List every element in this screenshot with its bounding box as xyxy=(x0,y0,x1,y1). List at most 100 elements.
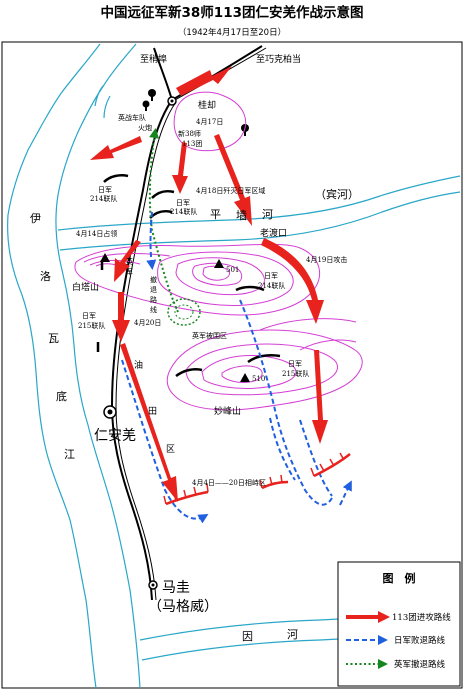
note-jp214-b-1: 日军 xyxy=(176,199,190,207)
jp-retreat-routes xyxy=(121,211,352,524)
label-magwe-alt: （马格威） xyxy=(148,599,218,615)
attack-arrow-northeast xyxy=(176,66,232,96)
note-british-siege: 英军被围区 xyxy=(192,331,227,340)
standoff-lines xyxy=(163,452,351,506)
irrawaddy-river xyxy=(7,43,141,689)
legend-item-jp-retreat: 日军败退路线 xyxy=(346,635,446,646)
attack-arrow-white-pagoda xyxy=(114,240,141,282)
attack-arrow-west xyxy=(90,136,142,160)
town-markers xyxy=(103,96,177,590)
legend-label-jp-retreat: 日军败退路线 xyxy=(394,635,446,646)
map-frame xyxy=(1,41,463,689)
jp-retreat-middle xyxy=(239,299,333,506)
jp-214-north-trench xyxy=(103,174,129,183)
label-bin-river: （宾河） xyxy=(315,187,359,201)
legend: 图 例 113团进攻路线 日军败退路线 英军撤退路线 xyxy=(337,561,461,687)
note-british-vehicles: 英战车队 xyxy=(118,113,146,122)
note-apr20: 4月20日 xyxy=(134,319,161,327)
note-elev-510: 510 xyxy=(252,375,265,383)
map-subtitle: （1942年4月17日至20日） xyxy=(178,27,286,38)
label-white-pagoda-hill: 白塔山 xyxy=(72,281,99,293)
note-brit-retreat-6: 线 xyxy=(150,305,157,314)
summit-510-icon xyxy=(240,373,250,382)
note-jp214-b-2: 214联队 xyxy=(170,207,197,216)
attack-arrow-apr19 xyxy=(261,238,324,324)
label-magwe: 马圭 xyxy=(162,580,190,596)
label-gueque: 桂却 xyxy=(198,99,216,111)
note-brit-retreat-1: 英 xyxy=(126,257,133,266)
note-brit-retreat-5: 路 xyxy=(150,295,157,304)
note-elev-501: 501 xyxy=(226,266,239,274)
label-pinchaung-3: 河 xyxy=(262,208,273,221)
label-irrawaddy-5: 江 xyxy=(64,448,75,461)
label-oilfield-3: 区 xyxy=(166,444,175,455)
jp-215-south-trench xyxy=(175,368,203,378)
label-old-ferry: 老渡口 xyxy=(260,227,287,239)
summit-501-icon xyxy=(214,259,224,268)
jp-retreat-north xyxy=(146,211,157,270)
attack-arrow-to-ferry xyxy=(214,134,252,226)
note-brit-retreat-4: 退 xyxy=(150,285,157,294)
map-title: 中国远征军新38师113团仁安羌作战示意图 xyxy=(101,4,364,21)
jp-retreat-west xyxy=(121,359,209,524)
jp-214-mid-trench xyxy=(151,190,175,199)
place-labels: 至稍埠 至巧克柏当 桂却 平 墙 河 （宾河） 伊 洛 瓦 底 江 老渡口 白塔… xyxy=(30,53,359,643)
attack-arrow-oilfield xyxy=(120,343,178,502)
label-irrawaddy-2: 洛 xyxy=(40,269,51,283)
attack-arrow-north-center xyxy=(172,142,188,194)
note-jp214-a-2: 214联队 xyxy=(90,194,117,203)
note-apr18: 4月18日歼灭日军区域 xyxy=(196,186,265,195)
legend-item-british-retreat: 英军撤退路线 xyxy=(346,659,446,670)
label-oilfield-2: 田 xyxy=(148,406,157,417)
note-standoff: 4月4日——20日相峙区 xyxy=(192,478,266,487)
label-pinchaung-1: 平 xyxy=(210,208,221,221)
jp-214-east-trench xyxy=(235,285,265,292)
legend-label-british-retreat: 英军撤退路线 xyxy=(394,659,446,670)
note-jp214-c-2: 214联队 xyxy=(258,281,285,290)
front-line-3 xyxy=(313,453,351,478)
british-siege-area xyxy=(167,298,201,326)
label-irrawaddy-1: 伊 xyxy=(30,212,41,225)
note-fire: 火炮 xyxy=(138,123,152,132)
note-jp215-a-2: 215联队 xyxy=(78,321,105,330)
tree-icon xyxy=(148,89,156,101)
tree-icon xyxy=(142,100,150,111)
note-jp215-b-2: 215联队 xyxy=(282,369,309,378)
legend-label-attack: 113团进攻路线 xyxy=(392,612,451,623)
note-brit-retreat-2: 军 xyxy=(126,268,133,276)
label-irrawaddy-3: 瓦 xyxy=(48,332,59,345)
summit-white-pagoda-icon xyxy=(100,253,110,262)
note-apr14: 4月14日占领 xyxy=(76,229,117,238)
jp-215-ridge-trench xyxy=(247,354,281,364)
attack-arrows xyxy=(90,66,328,502)
attack-arrow-east-south xyxy=(312,350,328,444)
hill-gueque xyxy=(173,91,246,152)
label-to-kyaukpadaung: 至巧克柏当 xyxy=(256,53,301,65)
label-yin-river-2: 河 xyxy=(287,628,298,641)
note-113-reg: 113团 xyxy=(182,140,202,148)
note-jp214-a-1: 日军 xyxy=(98,186,112,194)
label-to-shwebo: 至稍埠 xyxy=(140,53,167,65)
note-new38-div: 新38师 xyxy=(178,129,201,138)
legend-title: 图 例 xyxy=(383,571,416,585)
jp-retreat-east xyxy=(339,480,352,506)
legend-box xyxy=(337,561,461,687)
note-apr17: 4月17日 xyxy=(196,118,223,126)
label-pinchaung-2: 墙 xyxy=(236,208,247,222)
label-oilfield-1: 油 xyxy=(134,359,143,371)
label-miaofeng-hill: 妙峰山 xyxy=(214,405,241,417)
legend-item-attack: 113团进攻路线 xyxy=(346,611,451,623)
note-jp215-a-1: 日军 xyxy=(82,312,96,320)
hill-miaofeng xyxy=(166,318,363,411)
label-yin-river-1: 因 xyxy=(242,630,253,643)
legend-attack-icon xyxy=(346,611,390,623)
note-apr19: 4月19日攻击 xyxy=(306,255,347,264)
note-jp215-b-1: 日军 xyxy=(288,360,302,368)
note-brit-retreat-3: 撤 xyxy=(150,275,157,284)
british-retreat-route xyxy=(148,128,179,313)
annotations: 英战车队 火炮 4月17日 新38师 113团 日军 214联队 日军 214联… xyxy=(76,113,347,487)
summit-markers xyxy=(100,253,250,382)
attack-arrow-west-ridge xyxy=(112,292,130,342)
label-irrawaddy-4: 底 xyxy=(56,389,67,403)
